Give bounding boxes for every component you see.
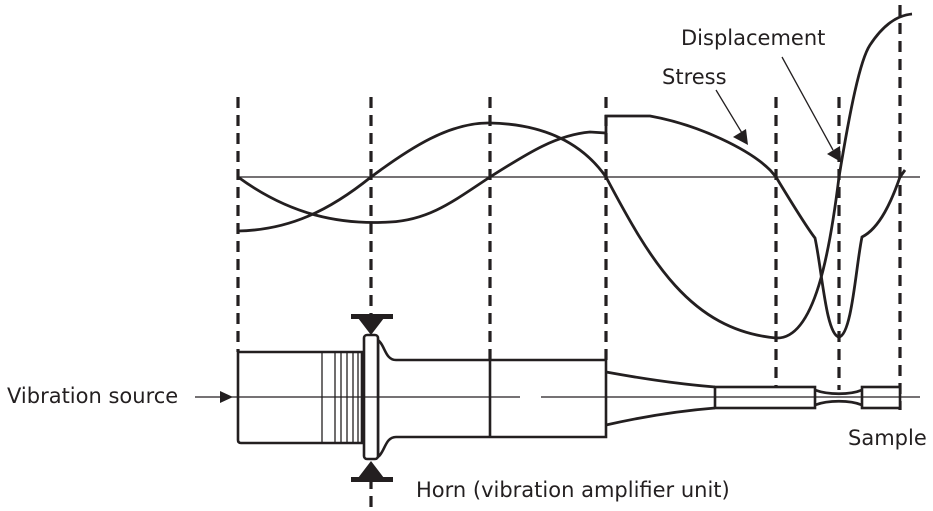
apparatus bbox=[195, 314, 920, 482]
vibration-source-label: Vibration source bbox=[7, 384, 178, 408]
displacement-arrow-icon bbox=[827, 146, 841, 162]
horn-body bbox=[376, 337, 608, 460]
displacement-label: Displacement bbox=[681, 26, 825, 50]
stress-curve bbox=[237, 114, 907, 339]
clamp-icons bbox=[351, 314, 393, 482]
displacement-curve bbox=[237, 12, 913, 340]
displacement-pointer-line bbox=[781, 56, 834, 151]
sample-label: Sample bbox=[848, 426, 927, 450]
stress-arrow-icon bbox=[733, 129, 748, 145]
stress-label: Stress bbox=[662, 65, 727, 89]
stress-pointer-line bbox=[715, 89, 743, 134]
horn-label: Horn (vibration amplifier unit) bbox=[416, 478, 730, 502]
node-lines bbox=[236, 5, 902, 511]
source-arrow-icon bbox=[220, 391, 233, 403]
